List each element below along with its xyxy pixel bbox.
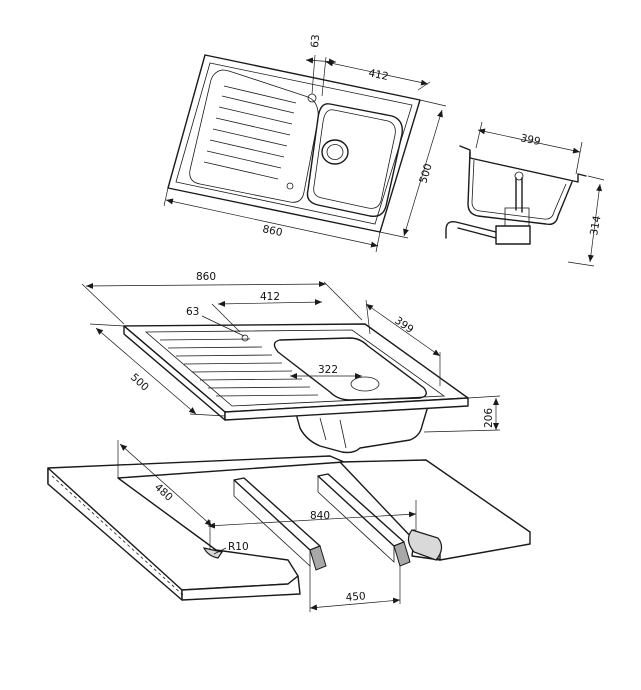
dim-cut-450: 450: [345, 590, 366, 604]
dim-iso-860: 860: [196, 271, 216, 283]
dim-iso-500: 500: [128, 371, 151, 393]
dim-cut-480: 480: [152, 481, 175, 503]
countertop-cutout: 480 840 R10 450: [47, 440, 531, 612]
dim-iso-63: 63: [186, 306, 199, 318]
dim-iso-412: 412: [260, 291, 280, 303]
dim-top-860: 860: [261, 223, 283, 239]
dim-top-500: 500: [417, 162, 434, 185]
overflow-hole: [286, 182, 294, 190]
dim-iso-206: 206: [483, 408, 495, 428]
side-view: 399 314: [445, 121, 605, 267]
drainer-ribs: [203, 85, 297, 180]
top-view: 63 412 500 860: [163, 34, 447, 253]
isometric-sink: 860 412 63 500 399 322 206: [81, 271, 501, 454]
dim-cut-r10: R10: [228, 541, 249, 553]
dim-top-63: 63: [309, 34, 322, 48]
dim-iso-399: 399: [392, 315, 415, 336]
dim-side-399: 399: [519, 132, 541, 148]
dim-cut-840: 840: [310, 510, 330, 522]
dim-top-412: 412: [367, 67, 389, 83]
dim-iso-322: 322: [318, 364, 338, 376]
dim-side-314: 314: [588, 214, 603, 236]
